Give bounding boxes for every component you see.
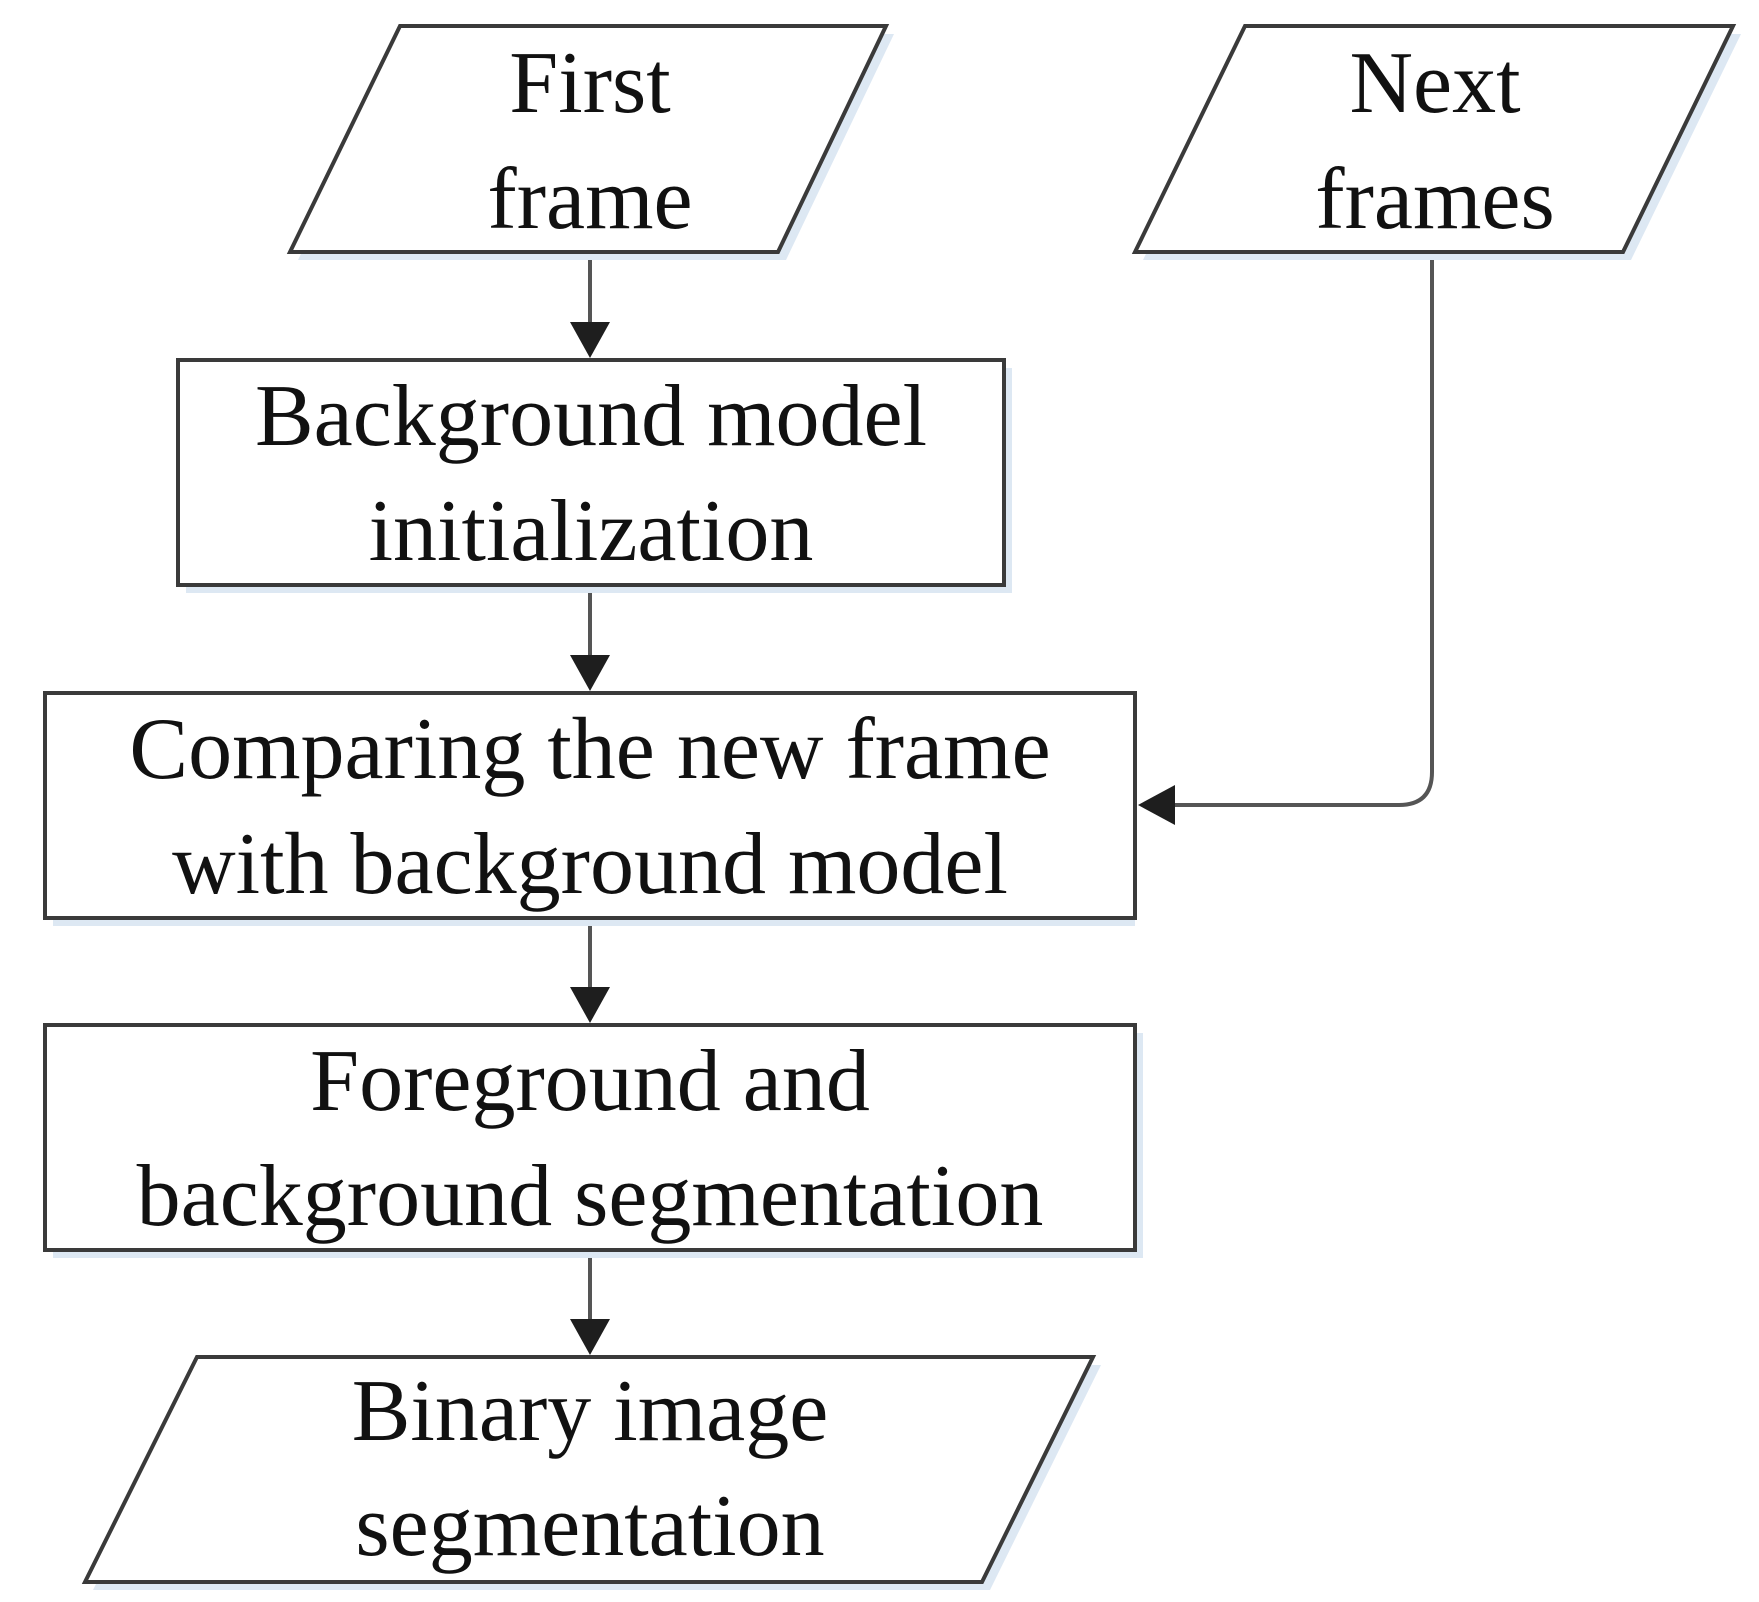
node-next-frames: Next frames [1131, 24, 1741, 260]
arrowhead-bg-init [570, 322, 610, 358]
edge-next-frames-to-compare [1172, 252, 1434, 807]
arrowhead-segmentation [570, 987, 610, 1023]
arrowhead-binary [570, 1319, 610, 1355]
next-frames-label-line1: Next [1349, 35, 1520, 132]
binary-label-line2: segmentation [355, 1478, 824, 1575]
node-compare-frame: Comparing the new frame with background … [43, 691, 1137, 926]
arrowhead-compare-top [570, 655, 610, 691]
node-background-model-initialization: Background model initialization [176, 358, 1012, 593]
connectors [570, 252, 1434, 1355]
first-frame-label-line2: frame [487, 151, 692, 248]
next-frames-shape [1131, 24, 1737, 254]
compare-label-line2: with background model [172, 816, 1008, 913]
node-binary-image-segmentation: Binary image segmentation [81, 1355, 1101, 1590]
first-frame-shape [286, 24, 890, 254]
segmentation-label-line2: background segmentation [137, 1148, 1044, 1245]
bg-init-shape [176, 358, 1006, 587]
bg-init-label-line1: Background model [255, 368, 927, 465]
binary-label-line1: Binary image [352, 1363, 829, 1460]
compare-label-line1: Comparing the new frame [129, 701, 1050, 798]
segmentation-label-line1: Foreground and [310, 1033, 870, 1130]
next-frames-label-line2: frames [1315, 151, 1554, 248]
arrowhead-compare-side [1138, 785, 1175, 825]
segmentation-shape [43, 1023, 1137, 1252]
bg-init-label-line2: initialization [369, 483, 814, 580]
node-foreground-background-segmentation: Foreground and background segmentation [43, 1023, 1143, 1258]
binary-shape [81, 1355, 1097, 1584]
node-first-frame: First frame [286, 24, 894, 260]
first-frame-label-line1: First [509, 35, 670, 132]
compare-shape [43, 691, 1137, 920]
